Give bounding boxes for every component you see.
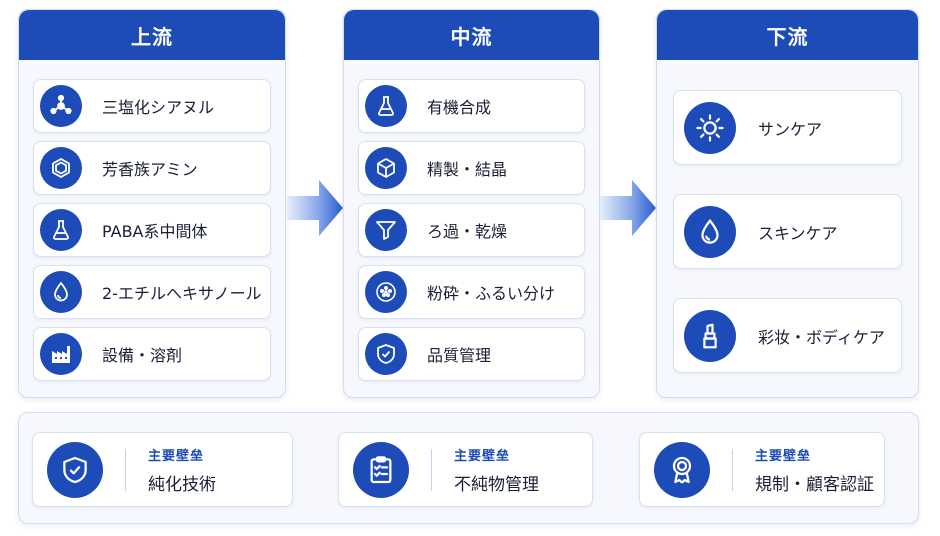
midstream-item-milling: 粉砕・ふるい分け bbox=[358, 265, 585, 319]
flow-arrow-right-icon bbox=[600, 180, 656, 236]
midstream-item-quality-control: 品質管理 bbox=[358, 327, 585, 381]
midstream-item-label: ろ過・乾燥 bbox=[427, 222, 508, 241]
barrier-card-purification: 主要壁垒 純化技術 bbox=[32, 432, 293, 507]
upstream-item-paba: PABA系中間体 bbox=[33, 203, 271, 257]
downstream-item-label: サンケア bbox=[758, 119, 823, 139]
barrier-kicker: 主要壁垒 bbox=[454, 448, 511, 464]
droplet-icon bbox=[40, 271, 82, 313]
sun-icon bbox=[684, 101, 736, 154]
flow-arrow-right-icon bbox=[287, 180, 343, 236]
downstream-item-label: スキンケア bbox=[758, 223, 838, 243]
molecule-icon bbox=[40, 85, 82, 127]
downstream-column: 下流 サンケア bbox=[656, 9, 919, 398]
key-barriers-panel: 主要壁垒 純化技術 主要壁垒 不純物管理 bbox=[18, 412, 919, 524]
upstream-item-label: PABA系中間体 bbox=[102, 222, 208, 241]
barrier-kicker: 主要壁垒 bbox=[755, 448, 812, 464]
funnel-icon bbox=[365, 209, 407, 251]
midstream-item-filtration: ろ過・乾燥 bbox=[358, 203, 585, 257]
midstream-item-synthesis: 有機合成 bbox=[358, 79, 585, 133]
shield-check-icon bbox=[47, 441, 103, 498]
hexagon-ring-icon bbox=[40, 147, 82, 189]
clipboard-check-icon bbox=[353, 441, 409, 498]
downstream-item-skincare: スキンケア bbox=[673, 194, 902, 269]
midstream-column: 中流 有機合成 精製・結晶 bbox=[343, 9, 600, 398]
downstream-header: 下流 bbox=[657, 10, 918, 60]
upstream-column: 上流 三塩化シアヌル bbox=[18, 9, 286, 398]
upstream-item-label: 芳香族アミン bbox=[102, 160, 198, 179]
barrier-title: 純化技術 bbox=[148, 474, 216, 495]
upstream-item-label: 設備・溶剤 bbox=[102, 346, 183, 365]
lipstick-icon bbox=[684, 309, 736, 362]
barrier-title: 規制・顧客認証 bbox=[755, 474, 874, 495]
factory-icon bbox=[40, 333, 82, 375]
midstream-item-label: 精製・結晶 bbox=[427, 160, 508, 179]
upstream-item-label: 三塩化シアヌル bbox=[102, 98, 215, 117]
crystal-cube-icon bbox=[365, 147, 407, 189]
flask-icon bbox=[40, 209, 82, 251]
upstream-item-aromatic-amine: 芳香族アミン bbox=[33, 141, 271, 195]
midstream-item-label: 品質管理 bbox=[427, 346, 492, 365]
upstream-item-ethylhexanol: 2-エチルヘキサノール bbox=[33, 265, 271, 319]
droplet-icon bbox=[684, 205, 736, 258]
barrier-card-regulatory-certification: 主要壁垒 規制・顧客認証 bbox=[639, 432, 885, 507]
barrier-kicker: 主要壁垒 bbox=[148, 448, 205, 464]
upstream-item-label: 2-エチルヘキサノール bbox=[102, 284, 262, 303]
barrier-divider bbox=[125, 448, 126, 491]
sieve-icon bbox=[365, 271, 407, 313]
flask-icon bbox=[365, 85, 407, 127]
shield-check-icon bbox=[365, 333, 407, 375]
upstream-item-cyanuric-chloride: 三塩化シアヌル bbox=[33, 79, 271, 133]
midstream-item-purification: 精製・結晶 bbox=[358, 141, 585, 195]
downstream-item-suncare: サンケア bbox=[673, 90, 902, 165]
barrier-card-impurity-control: 主要壁垒 不純物管理 bbox=[338, 432, 593, 507]
barrier-divider bbox=[732, 448, 733, 491]
barrier-title: 不純物管理 bbox=[454, 474, 539, 495]
downstream-item-makeup-bodycare: 彩妆・ボディケア bbox=[673, 298, 902, 373]
award-ribbon-icon bbox=[654, 441, 710, 498]
midstream-header: 中流 bbox=[344, 10, 599, 60]
upstream-header: 上流 bbox=[19, 10, 285, 60]
barrier-divider bbox=[431, 448, 432, 491]
midstream-item-label: 有機合成 bbox=[427, 98, 492, 117]
midstream-item-label: 粉砕・ふるい分け bbox=[427, 284, 556, 303]
upstream-item-equipment-solvent: 設備・溶剤 bbox=[33, 327, 271, 381]
downstream-item-label: 彩妆・ボディケア bbox=[758, 327, 885, 347]
